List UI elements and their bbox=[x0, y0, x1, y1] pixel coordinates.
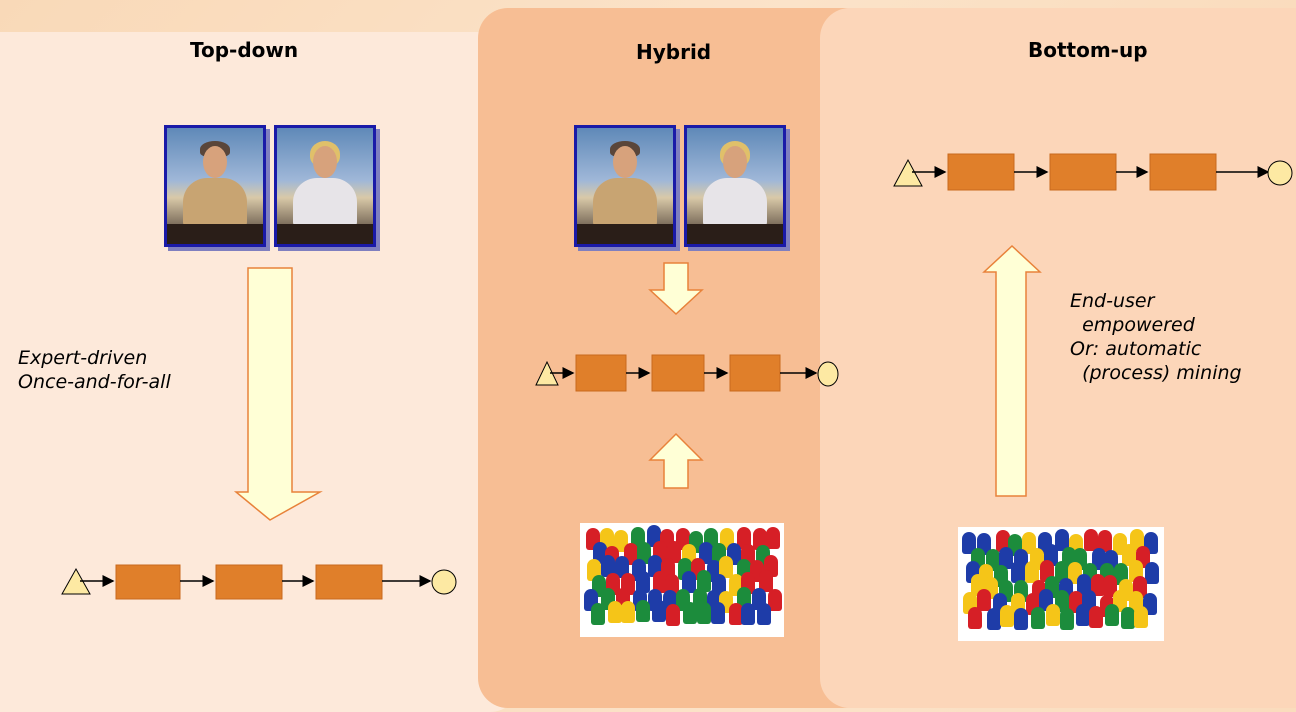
pawn bbox=[1104, 604, 1119, 626]
start-triangle bbox=[893, 158, 923, 187]
pawn bbox=[1089, 605, 1104, 628]
pawn bbox=[719, 555, 734, 578]
pawn bbox=[767, 589, 782, 612]
manager-photo bbox=[574, 125, 676, 247]
pawn bbox=[740, 602, 755, 625]
pawn bbox=[698, 541, 713, 564]
pawn bbox=[1059, 608, 1074, 631]
task-box bbox=[651, 354, 705, 392]
pawn bbox=[728, 603, 743, 626]
up-arrow bbox=[982, 244, 1042, 497]
bottom-up-title: Bottom-up bbox=[1028, 38, 1148, 62]
up-arrow bbox=[648, 432, 704, 489]
pawn bbox=[682, 601, 697, 624]
down-arrow bbox=[648, 262, 704, 316]
process-chain-top-down bbox=[61, 564, 457, 600]
pawn bbox=[653, 570, 668, 593]
caption-line: Expert-driven bbox=[18, 347, 148, 369]
pawn bbox=[665, 603, 680, 626]
pawn bbox=[1120, 607, 1135, 630]
pawn bbox=[977, 589, 991, 612]
pawn bbox=[1083, 529, 1098, 552]
down-arrow bbox=[233, 267, 323, 521]
task-box bbox=[1049, 153, 1117, 191]
pawn bbox=[615, 556, 630, 579]
end-circle bbox=[817, 361, 839, 387]
diagram-shapes bbox=[61, 153, 1293, 600]
pawn bbox=[1000, 605, 1015, 628]
top-down-caption: Expert-driven Once-and-for-all bbox=[18, 346, 171, 394]
businesswoman-photo bbox=[684, 125, 786, 247]
pawn bbox=[1024, 560, 1039, 583]
businesswoman-photo bbox=[274, 125, 376, 247]
pawn bbox=[697, 602, 712, 625]
pawn bbox=[696, 570, 711, 593]
pawn bbox=[1090, 574, 1105, 597]
crowd-of-pawns bbox=[580, 523, 784, 637]
pawn bbox=[652, 600, 667, 623]
end-circle bbox=[431, 569, 457, 595]
end-circle bbox=[1267, 160, 1293, 186]
pawn bbox=[1010, 561, 1025, 584]
pawn bbox=[756, 603, 771, 626]
pawn bbox=[758, 570, 773, 593]
task-box bbox=[215, 564, 283, 600]
pawn bbox=[620, 601, 635, 624]
task-box bbox=[115, 564, 181, 600]
pawn bbox=[995, 529, 1010, 552]
pawn bbox=[736, 526, 751, 549]
task-box bbox=[729, 354, 781, 392]
pawn bbox=[1134, 605, 1149, 628]
task-box bbox=[315, 564, 383, 600]
pawn bbox=[601, 555, 616, 578]
pawn bbox=[636, 600, 651, 623]
pawn bbox=[962, 531, 977, 554]
pawn bbox=[986, 607, 1001, 630]
pawn bbox=[636, 571, 651, 594]
pawn bbox=[666, 540, 681, 563]
caption-line: (process) mining bbox=[1070, 362, 1242, 384]
pawn bbox=[710, 602, 725, 625]
task-box bbox=[947, 153, 1015, 191]
pawn bbox=[1040, 559, 1055, 582]
caption-line: End-user bbox=[1070, 290, 1155, 312]
pawn bbox=[968, 607, 983, 630]
pawn bbox=[665, 573, 679, 596]
top-down-title: Top-down bbox=[190, 38, 299, 62]
pawn bbox=[1030, 606, 1045, 629]
pawn bbox=[998, 546, 1013, 569]
pawn bbox=[607, 600, 622, 623]
manager-photo bbox=[164, 125, 266, 247]
pawn bbox=[1097, 530, 1112, 553]
task-box bbox=[575, 354, 627, 392]
pawn bbox=[766, 526, 781, 549]
pawn bbox=[1076, 604, 1091, 627]
pawn bbox=[681, 570, 696, 593]
caption-line: Or: automatic bbox=[1070, 338, 1202, 360]
pawn bbox=[1014, 607, 1029, 630]
caption-line: Once-and-for-all bbox=[18, 371, 171, 393]
pawn bbox=[1144, 561, 1159, 584]
process-chain-bottom-up bbox=[893, 153, 1293, 191]
pawn bbox=[591, 602, 606, 625]
pawn bbox=[1046, 604, 1061, 626]
process-chain-hybrid bbox=[535, 354, 839, 392]
pawn bbox=[752, 527, 767, 550]
pawn bbox=[1055, 529, 1070, 552]
hybrid-title: Hybrid bbox=[636, 40, 712, 64]
crowd-of-pawns bbox=[958, 527, 1164, 641]
caption-line: empowered bbox=[1070, 314, 1195, 336]
bottom-up-caption: End-user empowered Or: automatic (proces… bbox=[1070, 289, 1242, 385]
task-box bbox=[1149, 153, 1217, 191]
